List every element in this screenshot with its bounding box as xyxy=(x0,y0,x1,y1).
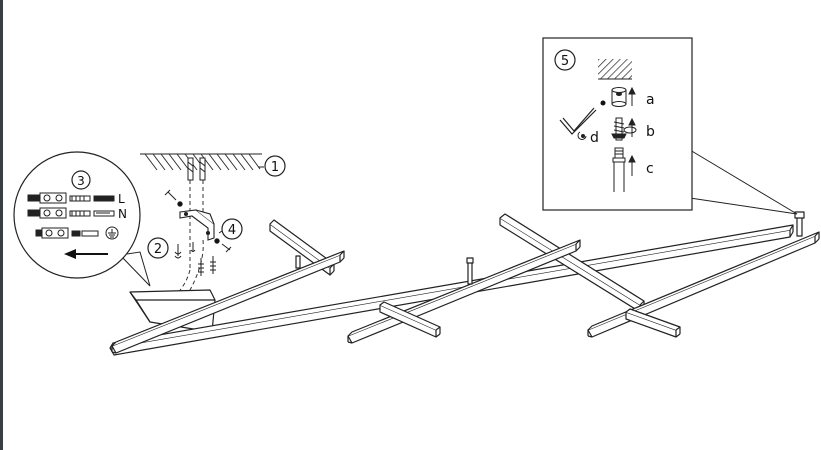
mounting-bracket xyxy=(179,209,215,241)
arrow-b-icon xyxy=(628,117,636,137)
step-1-marker xyxy=(264,155,286,177)
light-fixture xyxy=(109,211,820,356)
part-a-label: a xyxy=(646,92,655,108)
rotate-d-icon xyxy=(577,131,587,140)
detail-ceiling-hatch xyxy=(598,59,632,79)
top-screw xyxy=(164,189,183,207)
direction-arrow-icon xyxy=(64,249,108,259)
left-edge-bar xyxy=(0,0,3,450)
terminal-row-live xyxy=(27,192,115,204)
cross-bar-3 xyxy=(379,301,441,338)
right-screw xyxy=(214,238,232,253)
step-3-marker xyxy=(71,170,91,190)
dashed-guides xyxy=(174,180,204,297)
step-3-label: 3 xyxy=(77,174,85,188)
ceiling-dowels xyxy=(187,157,206,181)
step-5-marker xyxy=(554,49,576,71)
ceiling-hatch xyxy=(140,153,262,171)
part-a-cap xyxy=(611,87,627,107)
detail-dot xyxy=(600,100,606,106)
ceiling-mount-group: 1 4 2 xyxy=(140,153,286,297)
part-d-label: d xyxy=(590,130,599,146)
part-b-screw xyxy=(611,117,637,141)
step-5-label: 5 xyxy=(561,54,569,69)
suspension-detail: 5 a d xyxy=(542,37,798,215)
step-4-marker xyxy=(221,218,243,240)
step-4-label: 4 xyxy=(228,223,236,238)
neutral-label: N xyxy=(118,207,127,221)
light-bar-3 xyxy=(587,231,820,338)
step-2-label: 2 xyxy=(154,242,162,257)
live-label: L xyxy=(118,192,125,206)
part-c-label: c xyxy=(646,161,654,177)
arrow-c-icon xyxy=(628,154,636,176)
step-2-marker xyxy=(147,237,169,259)
part-c-rod xyxy=(612,147,626,192)
bottom-screws xyxy=(174,242,216,276)
wiring-detail: 3 L N xyxy=(13,151,151,287)
part-b-label: b xyxy=(646,124,655,140)
light-bar-2 xyxy=(347,239,581,344)
step-1-label: 1 xyxy=(271,160,279,175)
suspension-rods xyxy=(295,211,805,285)
terminal-row-ground xyxy=(35,226,119,240)
cross-bar-4 xyxy=(625,308,681,338)
arrow-a-icon xyxy=(628,86,636,106)
light-bar-1 xyxy=(111,250,345,354)
allen-key xyxy=(559,107,597,135)
terminal-row-neutral xyxy=(27,207,115,219)
